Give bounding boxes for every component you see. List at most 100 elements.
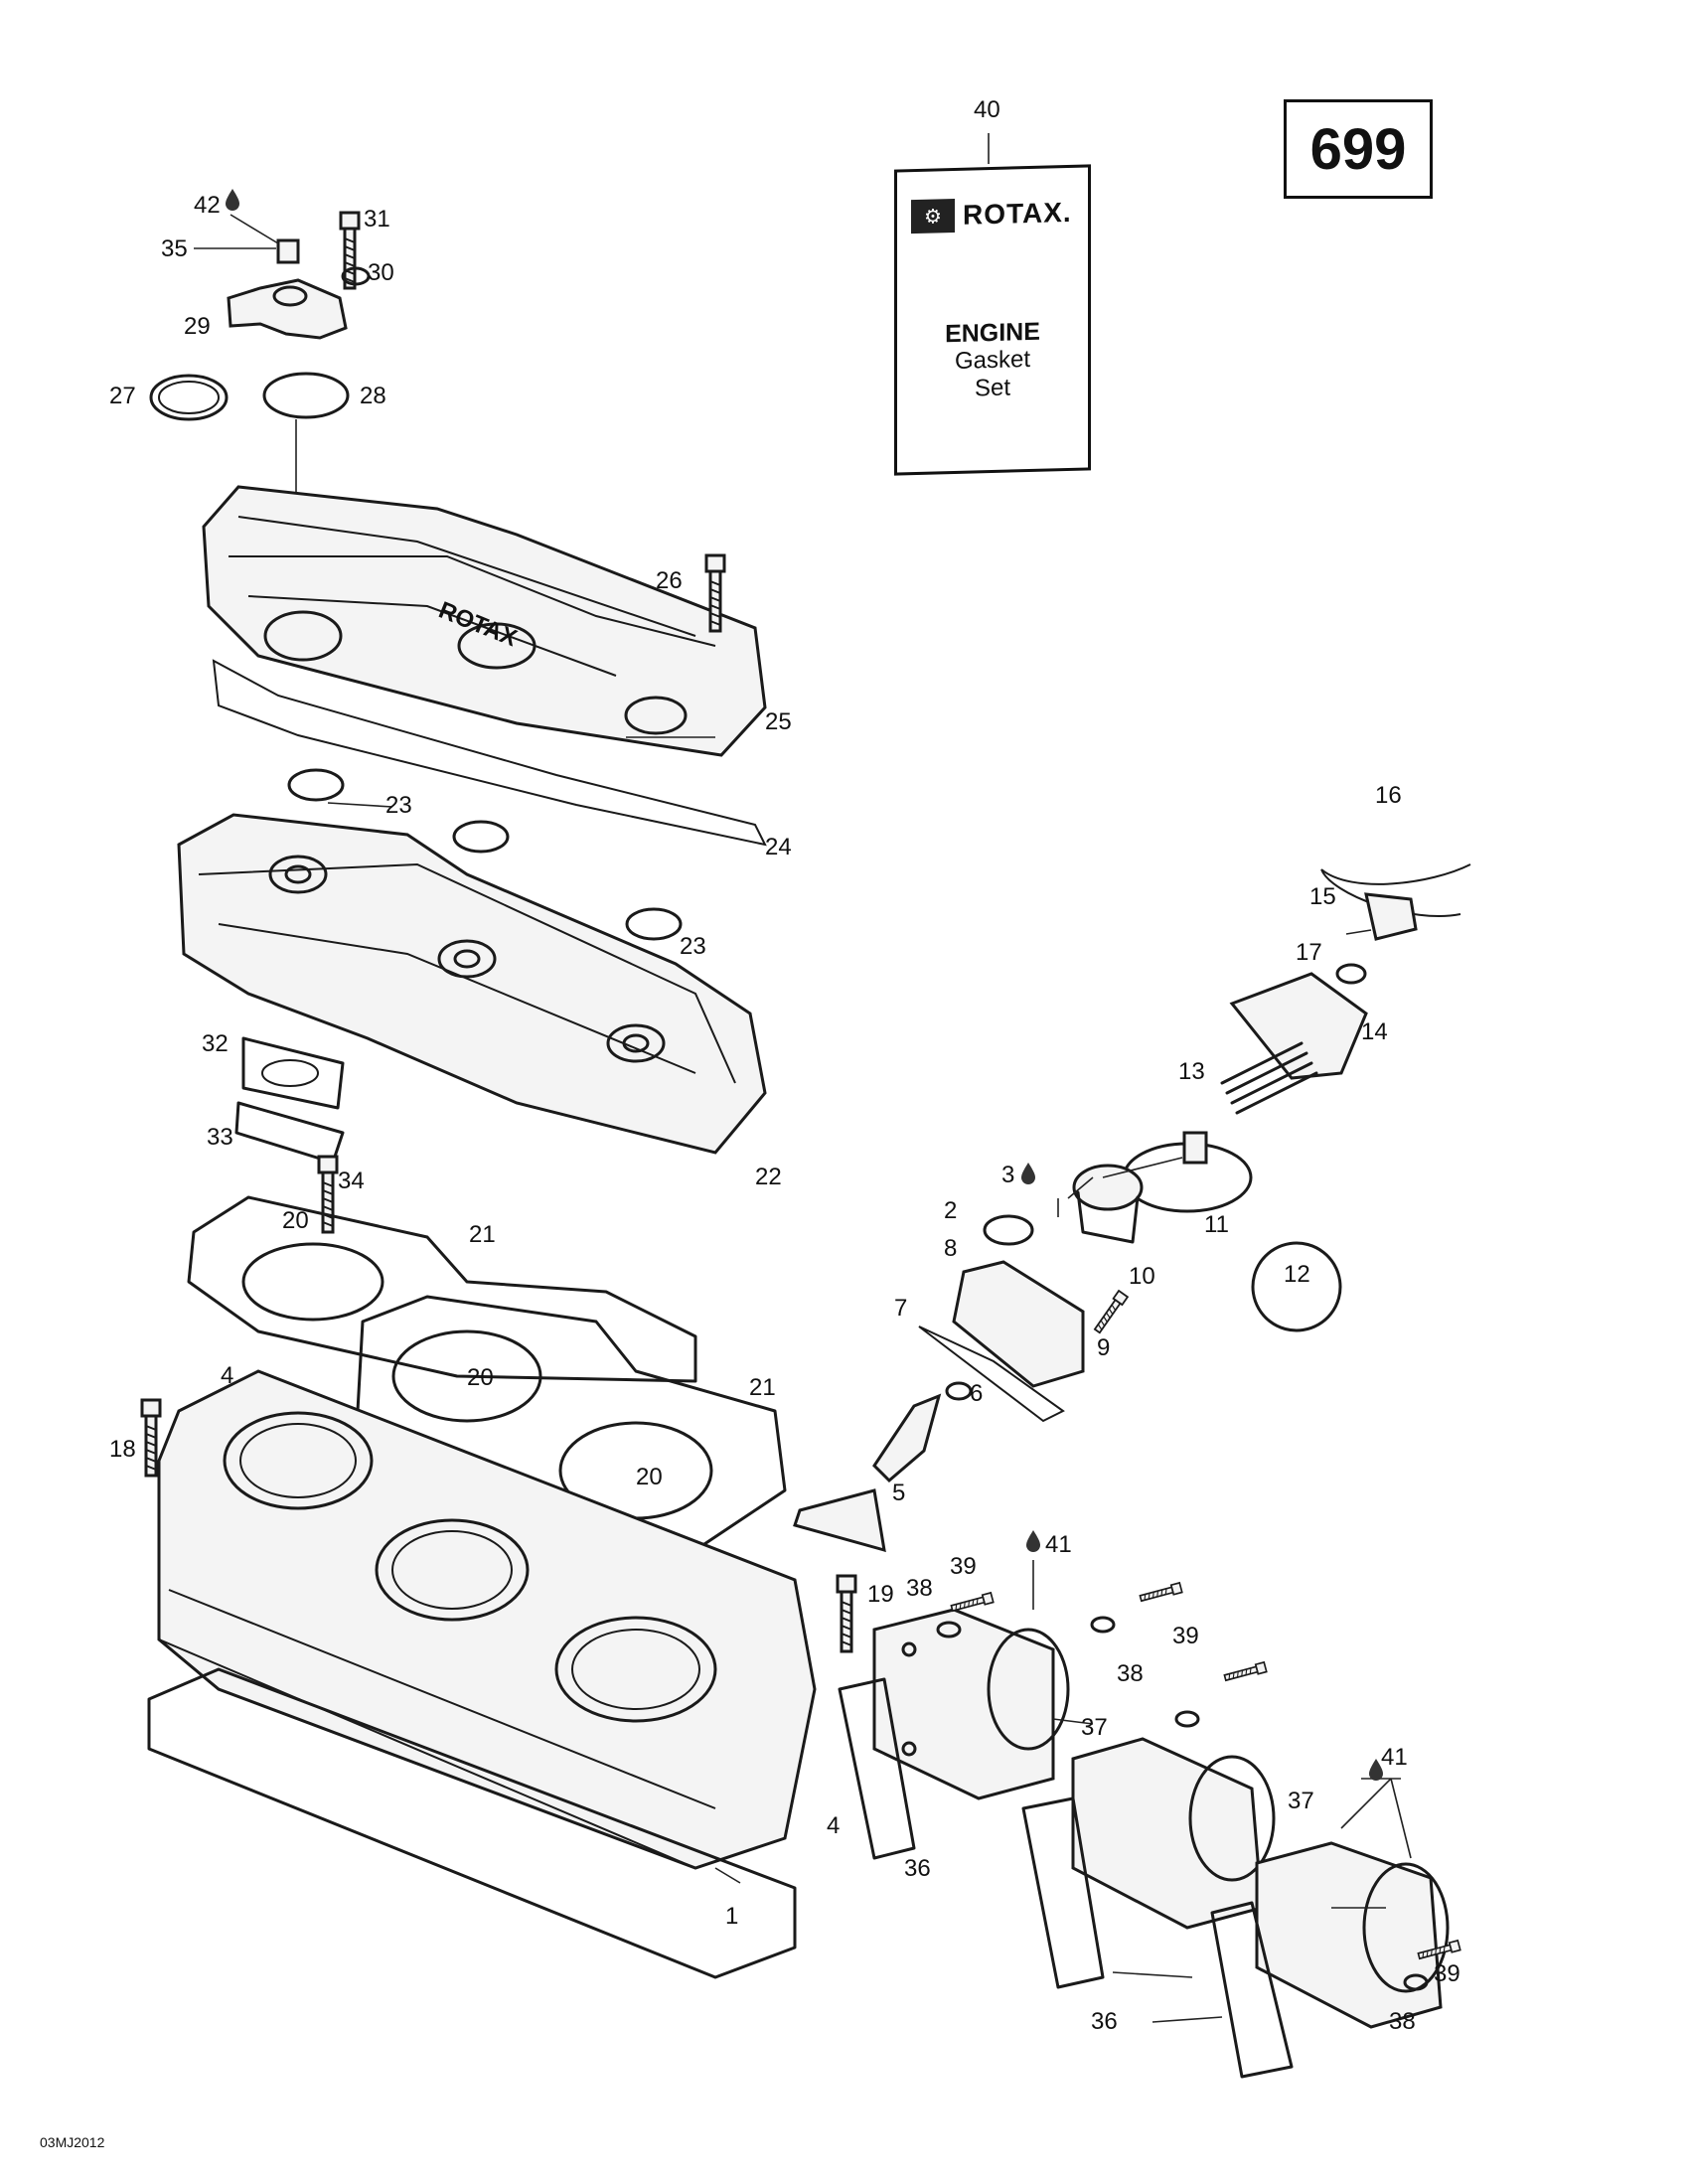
callout: 8 (944, 1235, 957, 1262)
o-ring-17 (1335, 963, 1367, 985)
callout: 13 (1178, 1058, 1205, 1085)
head-gasket-21a (187, 1195, 697, 1383)
callout: 6 (970, 1380, 983, 1407)
callout: 38 (906, 1575, 933, 1602)
callout: 29 (184, 313, 211, 340)
callout: 39 (1172, 1623, 1199, 1649)
o-ring-23b-top (452, 820, 510, 854)
callout: 4 (827, 1812, 840, 1839)
oil-drop-icon (1021, 1163, 1035, 1184)
o-ring-23b (625, 907, 683, 941)
callout: 32 (202, 1030, 229, 1057)
callout: 14 (1361, 1018, 1388, 1045)
callout: 23 (680, 933, 706, 960)
cap-15 (1364, 892, 1418, 941)
washer-38c (1174, 1710, 1200, 1728)
oil-drop-icon (1026, 1530, 1040, 1552)
callout: 38 (1389, 2008, 1416, 2035)
callout: 11 (1204, 1211, 1229, 1238)
bolt-34 (317, 1155, 339, 1234)
water-outlet-29 (227, 278, 348, 340)
callout: 34 (338, 1168, 365, 1194)
callout: 36 (1091, 2008, 1118, 2035)
base-gasket-1 (147, 1667, 797, 1979)
o-ring-2 (983, 1214, 1034, 1246)
exhaust-socket-37b (1071, 1737, 1276, 1930)
callout: 9 (1097, 1334, 1110, 1361)
plug-35 (276, 238, 300, 264)
o-ring-20a (241, 1242, 384, 1322)
gasket-24 (212, 659, 767, 847)
page-number: 699 (1309, 116, 1407, 182)
callout: 1 (725, 1903, 738, 1930)
callout: 5 (892, 1480, 905, 1506)
callout: 15 (1309, 883, 1336, 910)
washer-30 (341, 266, 371, 286)
screw-39c (1223, 1661, 1268, 1684)
callout: 36 (904, 1855, 931, 1882)
gasket-36c (1210, 1901, 1294, 2079)
footer-code: 03MJ2012 (40, 2134, 105, 2150)
callout: 7 (894, 1295, 907, 1322)
cylinder-head-22 (177, 813, 767, 1155)
slide-valve-5 (793, 1488, 886, 1553)
callout: 16 (1375, 782, 1402, 809)
o-ring-12 (1251, 1241, 1342, 1332)
washer-38b (1090, 1616, 1116, 1634)
callout: 25 (765, 708, 792, 735)
callout: 20 (467, 1364, 494, 1391)
callout: 20 (282, 1207, 309, 1234)
callout: 27 (109, 383, 136, 409)
o-ring-27 (149, 374, 229, 421)
callout: 24 (765, 834, 792, 860)
callout: 17 (1296, 939, 1322, 966)
oil-drop-icon (226, 189, 239, 211)
exhaust-socket-37a (872, 1608, 1070, 1800)
valve-rod-5 (872, 1393, 942, 1483)
callout: 26 (656, 567, 683, 594)
callout: 19 (867, 1581, 894, 1608)
callout: 31 (364, 206, 390, 233)
washer-38a (936, 1621, 962, 1638)
o-ring-28 (262, 372, 350, 419)
o-ring-23a (287, 768, 345, 802)
callout: 12 (1284, 1261, 1310, 1288)
callout: 30 (368, 259, 394, 286)
gasket-36a (838, 1677, 916, 1860)
callout: 21 (749, 1374, 776, 1401)
callout: 4 (221, 1362, 233, 1389)
piston-10 (1072, 1164, 1144, 1211)
cylinder-head-cover-25: ROTAX (202, 485, 767, 757)
page-number-box: 699 (1284, 99, 1433, 199)
callout: 18 (109, 1436, 136, 1463)
bolt-18 (140, 1398, 162, 1478)
callout: 21 (469, 1221, 496, 1248)
washer-38d (1403, 1973, 1429, 1991)
rave-valve-group (793, 863, 1471, 1553)
spring-13 (1220, 1041, 1318, 1115)
callout: 3 (1001, 1162, 1014, 1188)
callout: 37 (1288, 1788, 1314, 1814)
screw-39a (950, 1592, 995, 1615)
callout: 28 (360, 383, 386, 409)
o-ring-20b (391, 1329, 542, 1423)
gasket-7 (918, 1326, 1065, 1423)
bolt-26 (704, 553, 726, 633)
bolt-19 (836, 1574, 857, 1653)
callout: 35 (161, 235, 188, 262)
callout: 22 (755, 1164, 782, 1190)
housing-14 (1229, 972, 1368, 1080)
valve-body-8 (952, 1260, 1085, 1388)
callout: 41 (1381, 1744, 1408, 1771)
callout: 10 (1129, 1263, 1155, 1290)
callout: 39 (1434, 1960, 1460, 1987)
callout-labels: 40 42 31 35 30 29 27 28 26 25 23 24 23 3… (109, 96, 1460, 2035)
callout: 39 (950, 1553, 977, 1580)
callout: 37 (1081, 1714, 1108, 1741)
callout: 23 (385, 792, 412, 819)
callout: 40 (974, 96, 1000, 123)
screw-9 (1092, 1290, 1129, 1335)
callout: 20 (636, 1464, 663, 1490)
callout: 42 (194, 192, 221, 219)
